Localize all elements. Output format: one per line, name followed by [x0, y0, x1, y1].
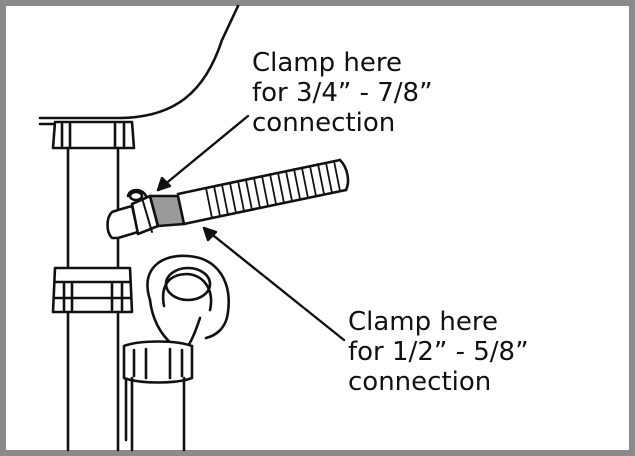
lower-vertical-pipe: [66, 310, 128, 452]
callout-upper-line2: for 3/4” - 7/8”: [252, 78, 433, 108]
p-trap: [146, 254, 230, 348]
callout-upper-line3: connection: [252, 108, 396, 138]
trap-slip-nut: [122, 340, 194, 384]
arrow-lower: [202, 226, 346, 342]
callout-upper-line1: Clamp here: [252, 48, 402, 78]
dishwasher-hose: [176, 158, 350, 226]
trap-lower-pipe: [130, 376, 186, 452]
hose-clamp: [126, 188, 186, 236]
callout-lower-line3: connection: [348, 367, 492, 397]
arrow-upper: [156, 114, 250, 192]
callout-lower-line2: for 1/2” - 5/8”: [348, 337, 529, 367]
callout-upper-clamp: Clamp here for 3/4” - 7/8” connection: [252, 48, 433, 138]
top-slip-nut: [51, 120, 136, 150]
callout-lower-line1: Clamp here: [348, 307, 498, 337]
tailpiece-pipe: [66, 146, 120, 270]
sink-basin: [38, 4, 240, 120]
middle-slip-nut: [51, 266, 134, 314]
callout-lower-clamp: Clamp here for 1/2” - 5/8” connection: [348, 307, 529, 397]
